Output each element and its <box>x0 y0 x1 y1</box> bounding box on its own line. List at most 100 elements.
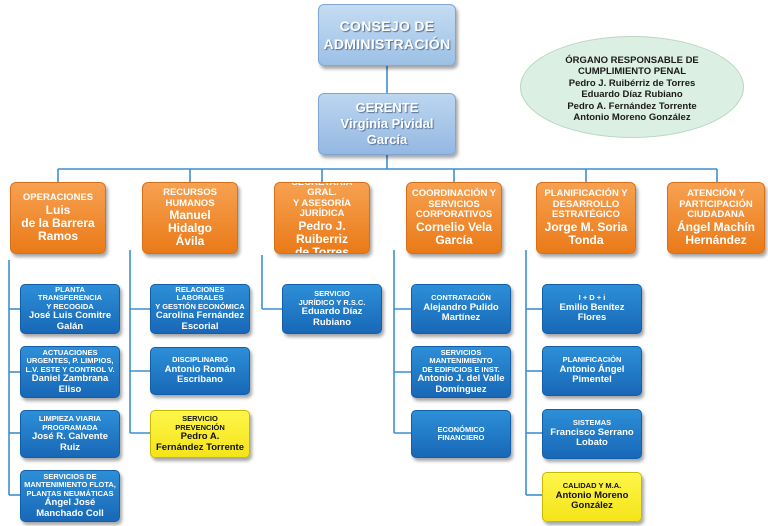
unit-title: PREVENCIÓN <box>175 422 225 432</box>
department-title: PLANIFICACIÓN Y <box>544 188 628 200</box>
unit-limpieza-viaria: LIMPIEZA VIARIA PROGRAMADA José R. Calve… <box>20 410 120 458</box>
unit-title: MANTENIMIENTO <box>429 356 493 366</box>
unit-title: PLANTAS NEUMÁTICAS <box>26 488 114 498</box>
unit-title: CALIDAD Y M.A. <box>562 481 622 491</box>
unit-head: Escorial <box>181 320 219 332</box>
unit-head: Carolina Fernández <box>155 310 245 322</box>
unit-disciplinario: DISCIPLINARIO Antonio Román Escribano <box>150 347 250 395</box>
unit-title: TRANSFERENCIA <box>37 293 103 303</box>
department-head: García <box>435 232 473 247</box>
department-title: CIUDADANA <box>687 209 745 221</box>
board-line-2: ADMINISTRACIÓN <box>323 36 451 52</box>
unit-title: Y GESTIÓN ECONÓMICA <box>155 301 245 311</box>
unit-head: Pedro A. <box>180 431 220 442</box>
compliance-member: Pedro J. Ruibérriz de Torres <box>568 77 696 89</box>
unit-title: JURÍDICO Y R.S.C. <box>298 297 366 307</box>
department-planificacion: PLANIFICACIÓN Y DESARROLLO ESTRATÉGICO J… <box>536 182 636 254</box>
unit-head: Flores <box>577 312 607 324</box>
department-title: CORPORATIVOS <box>415 209 493 221</box>
unit-title: URGENTES, P. LIMPIOS, <box>26 356 114 366</box>
department-head: Cornelio Vela <box>415 219 493 234</box>
department-head: Jorge M. Soria <box>544 219 628 234</box>
compliance-member: Pedro A. Fernández Torrente <box>567 100 697 112</box>
department-head: Ruiberriz <box>295 231 348 246</box>
unit-idi: I + D + i Emilio Benítez Flores <box>542 284 642 334</box>
department-title: DESARROLLO <box>552 198 620 210</box>
unit-economico-financiero: ECONÓMICO FINANCIERO <box>411 410 511 458</box>
unit-title: PLANTA <box>55 284 85 294</box>
compliance-member: Antonio Moreno González <box>573 112 691 123</box>
unit-title: SERVICIOS <box>440 347 482 357</box>
department-title: SERVICIOS <box>428 198 480 210</box>
unit-contratacion: CONTRATACIÓN Alejandro Pulido Martínez <box>411 284 511 334</box>
unit-servicio-juridico: SERVICIO JURÍDICO Y R.S.C. Eduardo Díaz … <box>282 284 382 334</box>
unit-head: Antonio Román <box>164 363 236 375</box>
compliance-title-2: CUMPLIMIENTO PENAL <box>577 66 687 77</box>
department-recursos-humanos: RECURSOS HUMANOS Manuel Hidalgo Ávila <box>142 182 238 254</box>
department-coordinacion: COORDINACIÓN Y SERVICIOS CORPORATIVOS Co… <box>406 182 502 254</box>
department-title: PARTICIPACIÓN <box>679 198 753 210</box>
unit-title: SERVICIOS DE <box>43 471 97 481</box>
department-title: Y ASESORÍA <box>292 197 352 209</box>
unit-calidad-ma: CALIDAD Y M.A. Antonio Moreno González <box>542 472 642 522</box>
compliance-title-1: ÓRGANO RESPONSABLE DE <box>565 54 699 66</box>
unit-head: Emilio Benítez <box>559 301 625 313</box>
unit-head: González <box>571 500 613 512</box>
compliance-member: Eduardo Díaz Rubiano <box>581 89 683 100</box>
unit-head: Eliso <box>58 383 82 395</box>
unit-head: Ángel José <box>44 497 96 509</box>
department-head: Pedro J. <box>298 218 346 233</box>
unit-head: Ruiz <box>59 441 81 453</box>
unit-head: Daniel Zambrana <box>31 373 109 385</box>
department-head: Tonda <box>568 232 604 247</box>
unit-head: José R. Calvente <box>31 431 109 442</box>
unit-title: DISCIPLINARIO <box>172 355 228 365</box>
department-title: ATENCIÓN Y <box>687 188 745 200</box>
unit-head: José Luis Comitre <box>28 310 112 322</box>
unit-head: Antonio J. del Valle <box>417 373 505 385</box>
department-operaciones: OPERACIONES Luis de la Barrera Ramos <box>10 182 106 254</box>
department-secretaria: SECRETARÍA GRAL. Y ASESORÍA JURÍDICA Ped… <box>274 182 370 254</box>
unit-title: LIMPIEZA VIARIA <box>38 414 102 423</box>
unit-title: LABORALES <box>176 293 224 303</box>
unit-head: Antonio Moreno <box>555 489 629 501</box>
unit-title: DE EDIFICIOS E INST. <box>422 364 500 374</box>
board-line-1: CONSEJO DE <box>339 18 435 34</box>
unit-actuaciones-urgentes: ACTUACIONES URGENTES, P. LIMPIOS, L.V. E… <box>20 346 120 398</box>
board-of-directors-box: CONSEJO DE ADMINISTRACIÓN <box>318 4 456 66</box>
unit-title: SISTEMAS <box>572 418 612 428</box>
unit-mantenimiento-edificios: SERVICIOS MANTENIMIENTO DE EDIFICIOS E I… <box>411 346 511 398</box>
unit-head: Pimentel <box>572 374 612 386</box>
department-head: de la Barrera <box>21 215 95 230</box>
department-title: OPERACIONES <box>22 192 94 204</box>
unit-title: Y RECOGIDA <box>46 301 94 311</box>
unit-head: Lobato <box>576 437 608 449</box>
unit-head: Francisco Serrano <box>550 426 634 438</box>
unit-title: RELACIONES <box>175 284 225 294</box>
unit-head: Antonio Ángel <box>559 363 625 375</box>
department-head: Hernández <box>685 232 747 247</box>
manager-title: GERENTE <box>355 100 419 115</box>
unit-head: Alejandro Pulido <box>423 301 499 313</box>
unit-title: MANTENIMIENTO FLOTA, <box>24 480 116 490</box>
unit-planificacion: PLANIFICACIÓN Antonio Ángel Pimentel <box>542 346 642 396</box>
unit-title: PLANIFICACIÓN <box>562 355 622 365</box>
general-manager-box: GERENTE Virginia Pividal García <box>318 93 456 155</box>
unit-sistemas: SISTEMAS Francisco Serrano Lobato <box>542 409 642 459</box>
unit-head: Martínez <box>441 312 481 324</box>
unit-title: I + D + i <box>578 293 606 303</box>
department-head: Ramos <box>37 228 78 243</box>
compliance-body-ellipse: ÓRGANO RESPONSABLE DE CUMPLIMIENTO PENAL… <box>520 36 744 138</box>
department-head: Ángel Machín <box>676 219 755 234</box>
unit-servicio-prevencion: SERVICIO PREVENCIÓN Pedro A. Fernández T… <box>150 410 250 458</box>
unit-title: PROGRAMADA <box>42 422 98 432</box>
department-head: Ávila <box>175 234 205 248</box>
unit-head: Escribano <box>177 374 223 386</box>
department-head: Luis <box>45 202 71 217</box>
manager-name: Virginia Pividal García <box>340 116 434 147</box>
department-head: de Torres <box>295 244 349 254</box>
department-title: RECURSOS <box>163 187 217 198</box>
unit-planta-transferencia: PLANTA TRANSFERENCIA Y RECOGIDA José Lui… <box>20 284 120 334</box>
unit-head: Eduardo Díaz <box>301 306 363 317</box>
